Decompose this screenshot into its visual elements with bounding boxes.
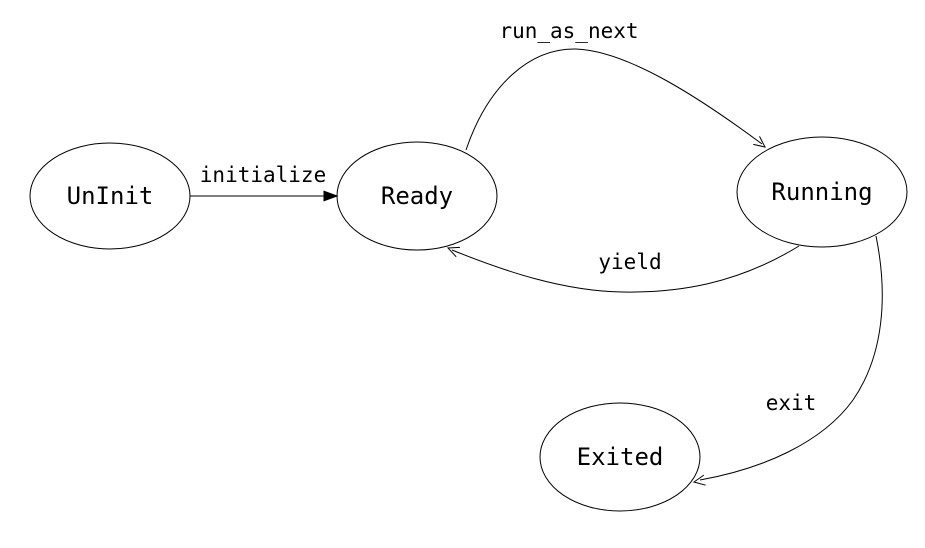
state-label-running: Running	[771, 178, 872, 206]
edge-yield: yield	[446, 245, 800, 293]
state-node-ready: Ready	[336, 141, 498, 251]
state-node-exited: Exited	[539, 402, 701, 512]
state-label-uninit: UnInit	[67, 182, 154, 210]
edge-run-as-next: run_as_next	[465, 19, 766, 151]
arrowhead-initialize	[323, 190, 339, 202]
edge-path-yield	[451, 245, 800, 293]
arrowhead-yield	[446, 246, 461, 258]
arrowhead-exit	[692, 474, 706, 486]
edge-label-exit: exit	[766, 391, 817, 415]
state-label-ready: Ready	[381, 182, 453, 210]
state-ellipse-running	[736, 136, 908, 248]
edge-label-yield: yield	[598, 250, 661, 274]
arrowhead-run-as-next	[753, 136, 766, 148]
edge-label-run-as-next: run_as_next	[499, 19, 638, 43]
edge-exit: exit	[692, 235, 883, 486]
edge-path-run-as-next	[465, 48, 763, 151]
edge-label-initialize: initialize	[200, 163, 326, 187]
edge-initialize: initialize	[190, 163, 339, 202]
state-label-exited: Exited	[577, 443, 664, 471]
state-ellipse-ready	[336, 141, 498, 251]
state-node-uninit: UnInit	[29, 142, 191, 250]
state-ellipse-exited	[539, 402, 701, 512]
state-node-running: Running	[736, 136, 908, 248]
edge-path-exit	[699, 235, 883, 481]
state-ellipse-uninit	[29, 142, 191, 250]
